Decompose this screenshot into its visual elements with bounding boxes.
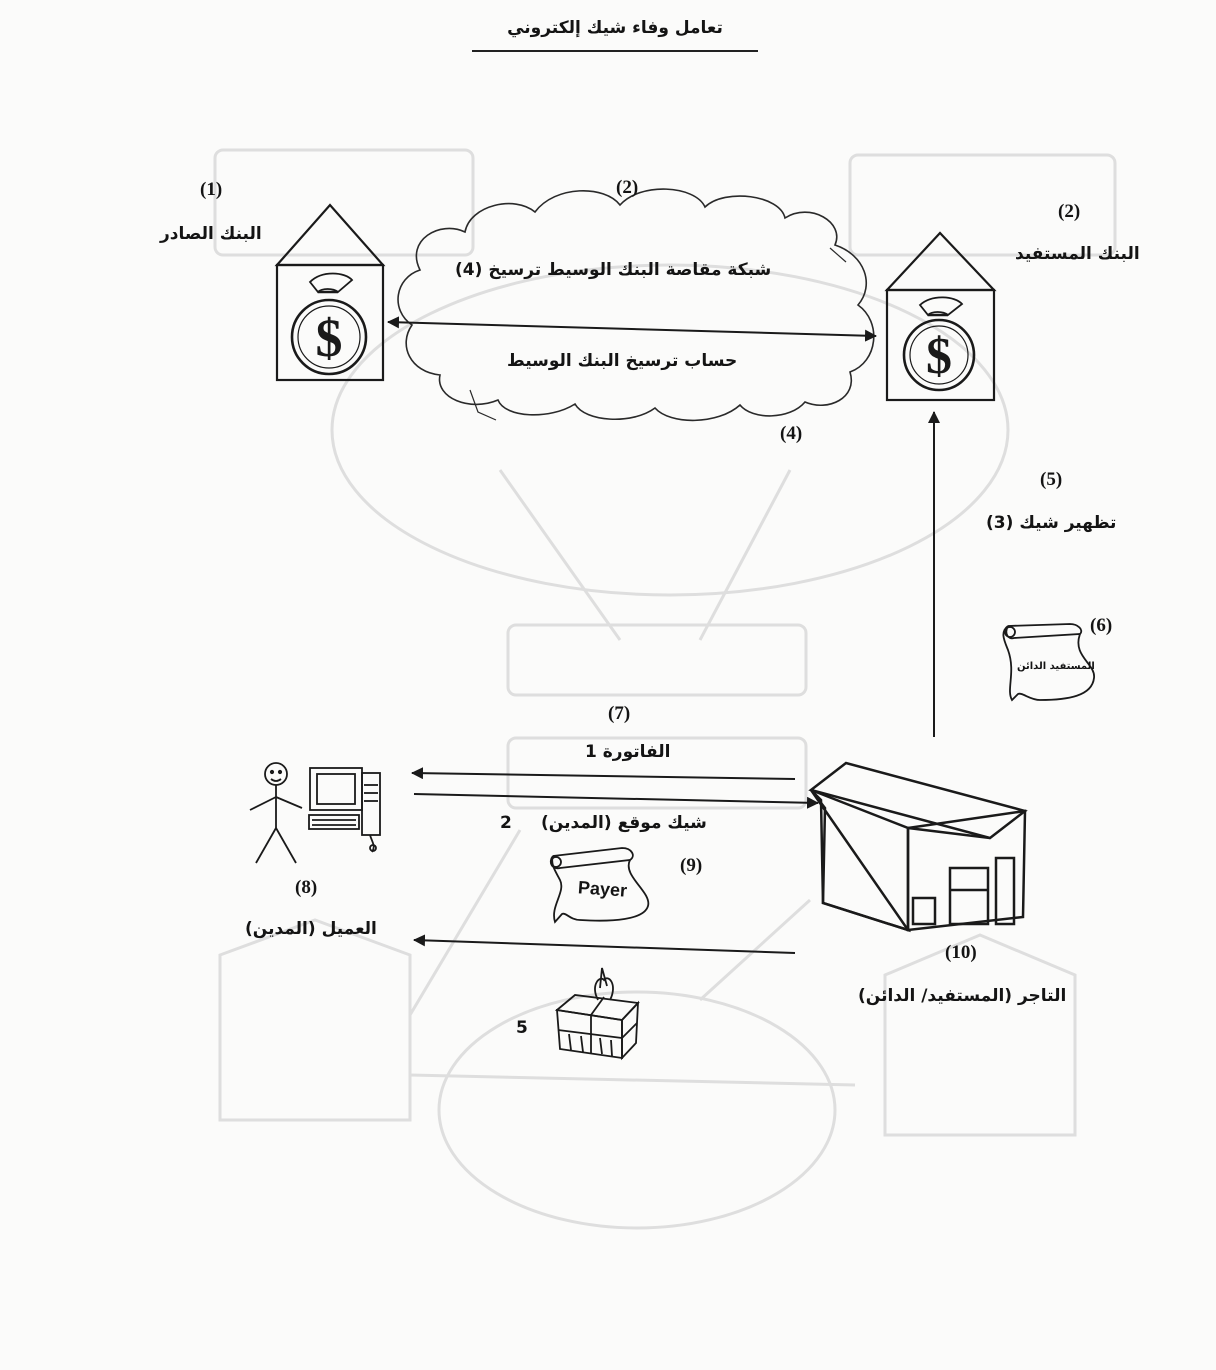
computer-icon <box>309 768 380 852</box>
payer-check-number: (9) <box>680 856 702 875</box>
intermediary-account-label: حساب ترسيخ البنك الوسيط <box>507 353 737 370</box>
stick-figure-icon <box>250 763 302 863</box>
network-number-bottom: (4) <box>780 424 802 443</box>
endorsed-check-label: المستفيد الدائن <box>1017 662 1095 672</box>
network-number-top: (2) <box>616 178 638 197</box>
issuing-bank-label: البنك الصادر <box>160 226 262 243</box>
beneficiary-bank-number: (2) <box>1058 202 1080 221</box>
svg-text:$: $ <box>926 328 952 385</box>
beneficiary-bank-icon: $ <box>887 233 994 400</box>
signed-check-label: شيك موقع (المدين) <box>541 815 707 832</box>
goods-step: 5 <box>516 1020 528 1037</box>
issuing-bank-icon: $ <box>277 205 383 380</box>
beneficiary-bank-label: البنك المستفيد <box>1015 246 1140 263</box>
merchant-label: التاجر (المستفيد/ الدائن) <box>858 988 1066 1005</box>
warehouse-icon <box>811 763 1025 930</box>
network-cloud-icon <box>398 189 874 420</box>
check-arrow <box>414 794 818 803</box>
customer-number: (8) <box>295 878 317 897</box>
interbank-arrow <box>388 322 876 336</box>
goods-arrow <box>414 940 795 953</box>
payer-check-label: Payer <box>577 878 627 899</box>
issuing-bank-number: (1) <box>200 180 222 199</box>
signed-check-step: 2 <box>500 815 512 832</box>
gift-box-icon <box>557 968 638 1058</box>
page-title: تعامل وفاء شيك إلكتروني <box>472 18 758 38</box>
cloud-detail <box>830 248 846 262</box>
invoice-number: (7) <box>608 704 630 723</box>
merchant-number: (10) <box>945 943 977 962</box>
endorsed-check-number: (6) <box>1090 616 1112 635</box>
svg-text:$: $ <box>316 308 343 368</box>
customer-label: العميل (المدين) <box>245 921 377 938</box>
title-underline <box>472 50 758 52</box>
endorsement-number: (5) <box>1040 470 1062 489</box>
endorsement-label: تظهير شيك (3) <box>986 515 1116 532</box>
network-label: شبكة مقاصة البنك الوسيط ترسيخ (4) <box>455 262 771 279</box>
invoice-arrow <box>412 773 795 779</box>
invoice-label: الفاتورة 1 <box>585 744 670 761</box>
